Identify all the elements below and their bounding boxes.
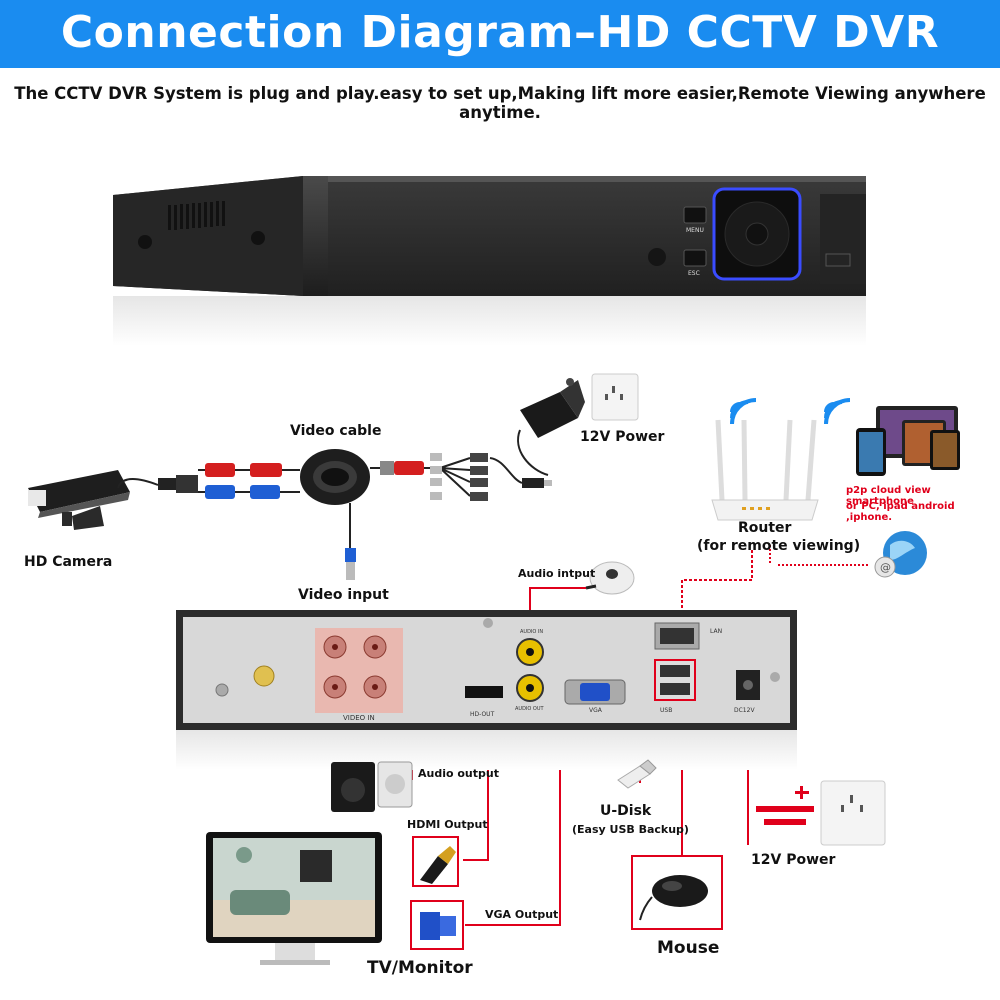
power-socket-icon: [591, 373, 639, 421]
audio-output-label: Audio output: [418, 767, 499, 780]
power-adapter-icon: [517, 378, 585, 476]
vga-output-label: VGA Output: [485, 908, 559, 921]
svg-text:@: @: [880, 561, 891, 574]
power-bottom-label: 12V Power: [751, 852, 836, 868]
p2p-label-line1: p2p cloud view smartphone: [846, 485, 931, 507]
router-icon: [711, 419, 819, 521]
power-socket-icon: [820, 780, 886, 846]
power-top-label: 12V Power: [580, 429, 665, 445]
camera-icon: [28, 470, 130, 530]
hd-out-label: HD-OUT: [470, 711, 495, 718]
mouse-icon: [631, 855, 723, 930]
vga-port-label: VGA: [589, 707, 603, 714]
vga-plug-icon: [410, 900, 464, 950]
audio-out-label: AUDIO OUT: [515, 706, 545, 712]
globe-icon: @: [874, 531, 927, 578]
udisk-label: U-Disk: [600, 803, 652, 819]
microphone-icon: [585, 561, 635, 595]
dvr-front-view: [113, 176, 866, 346]
hdmi-output-label: HDMI Output: [407, 818, 488, 831]
video-cable-set: [28, 449, 552, 580]
video-input-label: Video input: [298, 587, 389, 603]
speaker-icon: [331, 761, 413, 812]
router-label: Router: [738, 520, 792, 536]
power-polarity-icon: [756, 786, 814, 825]
esc-label: ESC: [688, 270, 700, 277]
dc-label: DC12V: [734, 707, 755, 714]
router-sub-label: (for remote viewing): [697, 538, 861, 554]
dvr-back-panel: [176, 610, 797, 770]
video-in-label: VIDEO IN: [343, 714, 375, 722]
page-subtitle: The CCTV DVR System is plug and play.eas…: [14, 84, 986, 122]
tv-monitor-label: TV/Monitor: [367, 958, 473, 978]
lan-port-label: LAN: [710, 628, 722, 635]
monitor-icon: [206, 832, 382, 965]
remote-devices-icon: [856, 406, 960, 476]
mouse-label: Mouse: [657, 938, 720, 958]
menu-label: MENU: [686, 227, 704, 234]
title-banner: [0, 0, 1000, 68]
hdmi-plug-icon: [412, 836, 459, 887]
p2p-label-line2: or PC, ipad android ,iphone.: [846, 501, 955, 523]
udisk-sub-label: (Easy USB Backup): [572, 823, 689, 836]
audio-in-label: AUDIO IN: [520, 629, 543, 635]
usb-port-label: USB: [660, 707, 672, 714]
hd-camera-label: HD Camera: [24, 554, 113, 570]
usb-stick-icon: [617, 759, 657, 789]
page-title: Connection Diagram–HD CCTV DVR System: [60, 7, 940, 124]
video-cable-label: Video cable: [290, 423, 382, 439]
audio-input-label: Audio intput: [518, 567, 596, 580]
wifi-icon: [730, 398, 851, 425]
